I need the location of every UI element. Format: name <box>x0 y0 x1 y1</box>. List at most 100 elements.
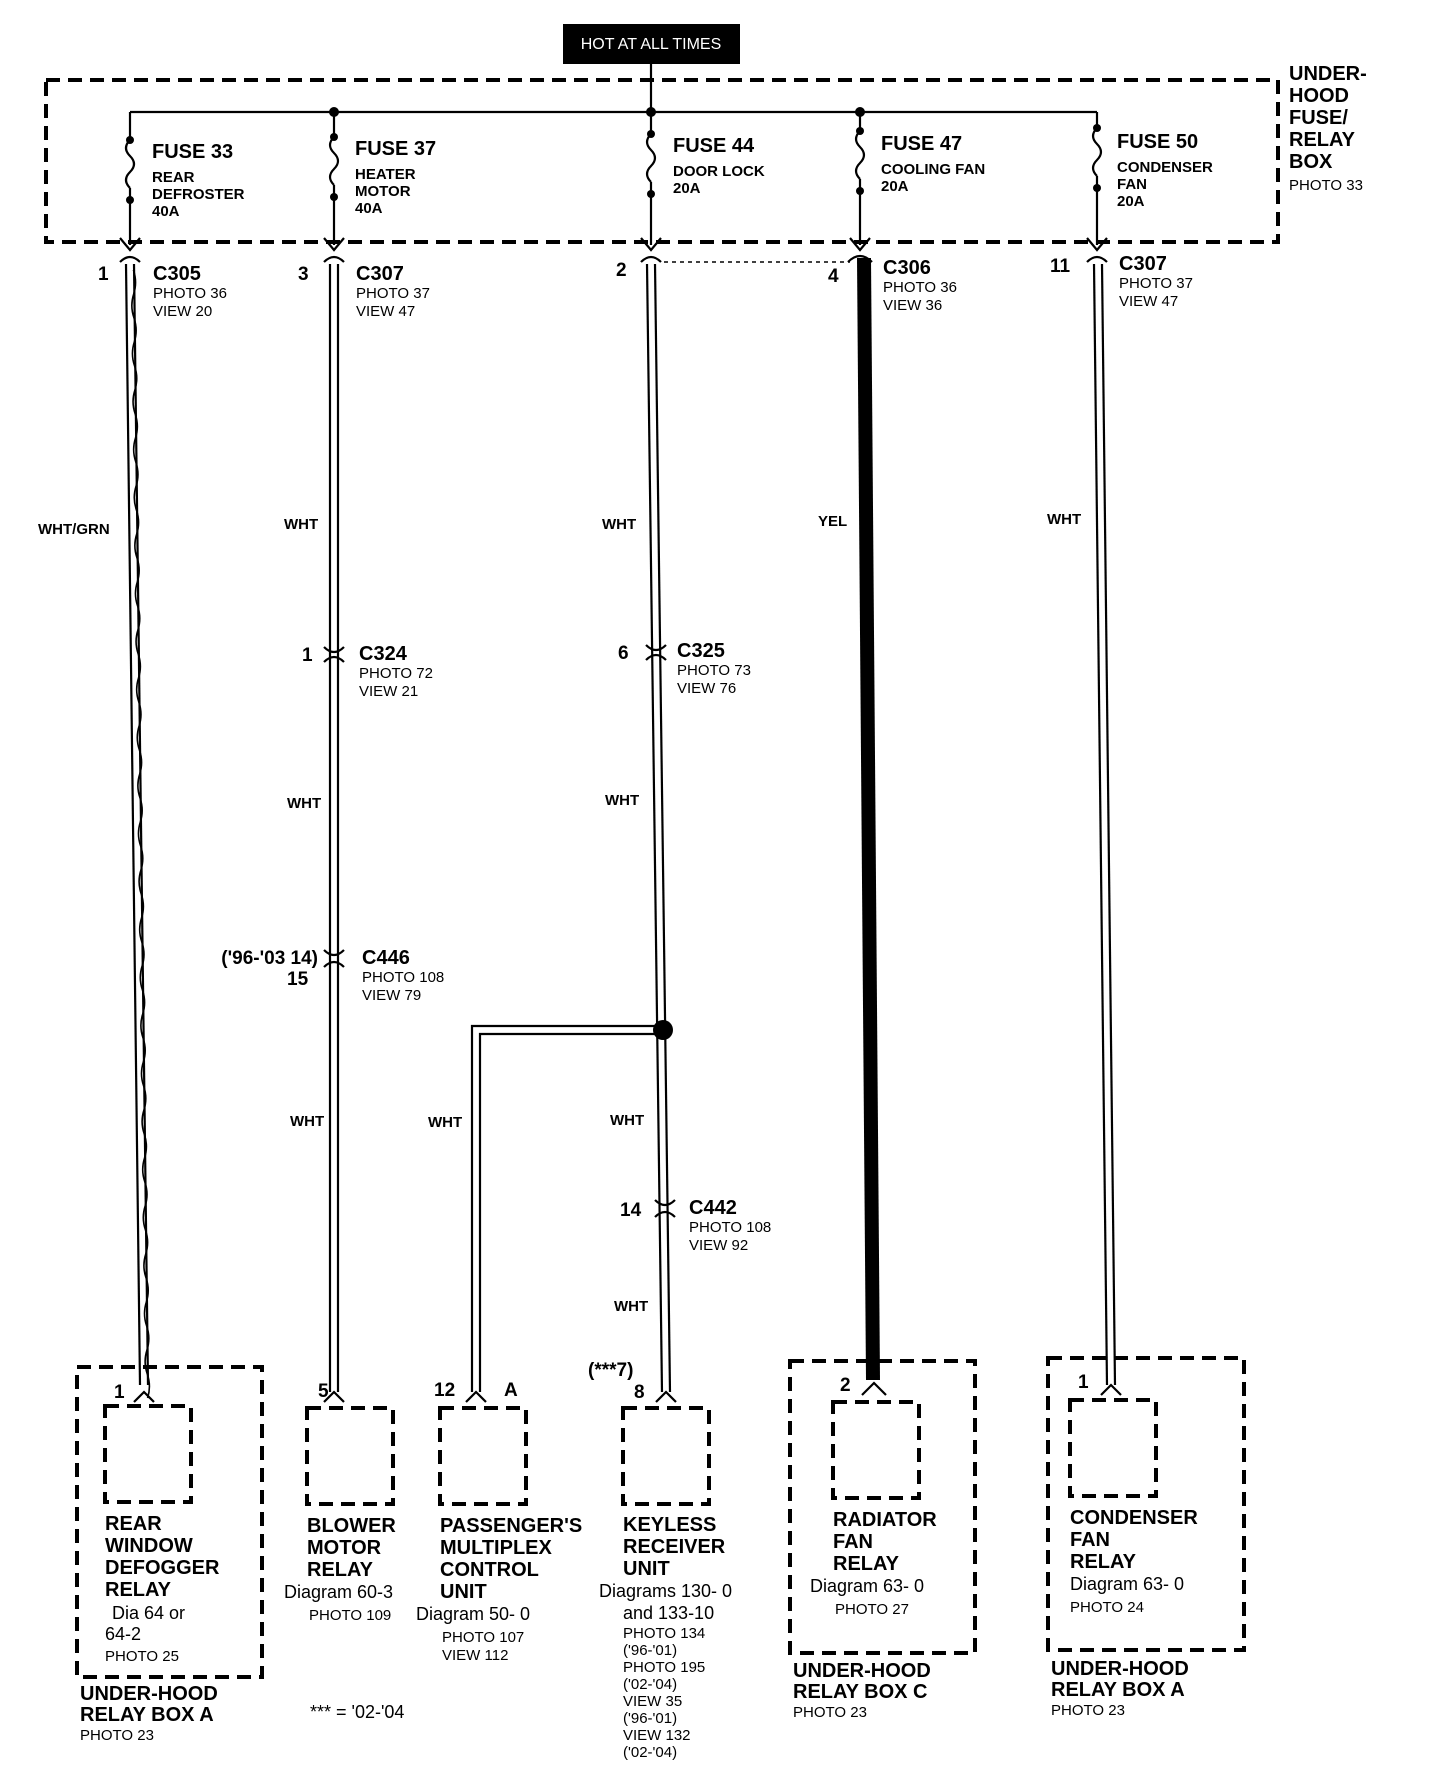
svg-text:HEATER: HEATER <box>355 166 416 183</box>
svg-text:1: 1 <box>98 264 109 285</box>
svg-text:YEL: YEL <box>818 513 847 530</box>
svg-text:WHT: WHT <box>290 1113 324 1130</box>
svg-text:HOOD: HOOD <box>1289 85 1349 107</box>
svg-text:PHOTO 108: PHOTO 108 <box>689 1219 771 1236</box>
svg-text:5: 5 <box>318 1381 329 1402</box>
fuse-47: FUSE 47 COOLING FAN 20A <box>854 107 985 245</box>
relay-box-a-left-label: UNDER-HOOD RELAY BOX A PHOTO 23 <box>80 1683 218 1744</box>
connector-c442: 14 C442 PHOTO 108 VIEW 92 <box>620 1197 771 1254</box>
svg-text:8: 8 <box>634 1382 645 1403</box>
wire-yel: YEL <box>818 257 880 1381</box>
svg-text:CONDENSER: CONDENSER <box>1117 159 1213 176</box>
relay-box-a-right-label: UNDER-HOOD RELAY BOX A PHOTO 23 <box>1051 1658 1189 1719</box>
svg-text:UNIT: UNIT <box>440 1581 487 1603</box>
svg-text:WHT: WHT <box>610 1112 644 1129</box>
svg-text:20A: 20A <box>1117 193 1145 210</box>
fuse-icon <box>124 139 136 189</box>
svg-text:BOX: BOX <box>1289 151 1333 173</box>
svg-text:C442: C442 <box>689 1197 737 1219</box>
svg-text:PHOTO 107: PHOTO 107 <box>442 1629 524 1646</box>
hot-label-box <box>563 24 740 64</box>
svg-text:VIEW 92: VIEW 92 <box>689 1237 748 1254</box>
svg-text:MULTIPLEX: MULTIPLEX <box>440 1537 553 1559</box>
svg-text:Diagrams 130- 0: Diagrams 130- 0 <box>599 1581 732 1601</box>
svg-text:DEFROSTER: DEFROSTER <box>152 186 245 203</box>
svg-text:UNDER-HOOD: UNDER-HOOD <box>80 1683 218 1705</box>
component-condenser-fan-relay: 1 CONDENSER FAN RELAY Diagram 63- 0 PHOT… <box>1068 1372 1198 1616</box>
svg-text:UNDER-: UNDER- <box>1289 63 1367 85</box>
svg-text:20A: 20A <box>673 180 701 197</box>
svg-text:('96-'03 14): ('96-'03 14) <box>221 948 318 969</box>
svg-text:('96-'01): ('96-'01) <box>623 1642 677 1659</box>
svg-text:RELAY: RELAY <box>1289 129 1356 151</box>
svg-text:RELAY BOX A: RELAY BOX A <box>80 1704 214 1726</box>
svg-text:FAN: FAN <box>1117 176 1147 193</box>
svg-text:WHT: WHT <box>287 795 321 812</box>
svg-text:1: 1 <box>114 1382 125 1403</box>
wire-condenser: WHT <box>1047 263 1117 1386</box>
svg-text:VIEW 47: VIEW 47 <box>356 303 415 320</box>
fuse-icon <box>645 133 657 183</box>
svg-text:RELAY: RELAY <box>1070 1551 1137 1573</box>
svg-text:PHOTO 134: PHOTO 134 <box>623 1625 705 1642</box>
svg-text:VIEW 132: VIEW 132 <box>623 1727 691 1744</box>
svg-text:PHOTO 36: PHOTO 36 <box>153 285 227 302</box>
svg-text:KEYLESS: KEYLESS <box>623 1514 716 1536</box>
svg-text:VIEW 21: VIEW 21 <box>359 683 418 700</box>
svg-text:and 133-10: and 133-10 <box>623 1603 714 1623</box>
fuse-44: FUSE 44 DOOR LOCK 20A <box>645 107 765 245</box>
connector-c305: 1 C305 PHOTO 36 VIEW 20 <box>98 237 227 320</box>
svg-text:UNDER-HOOD: UNDER-HOOD <box>793 1660 931 1682</box>
svg-text:DEFOGGER: DEFOGGER <box>105 1557 220 1579</box>
svg-text:VIEW 112: VIEW 112 <box>442 1647 508 1664</box>
svg-text:PHOTO 24: PHOTO 24 <box>1070 1599 1144 1616</box>
svg-text:PHOTO 36: PHOTO 36 <box>883 279 957 296</box>
svg-text:RELAY BOX A: RELAY BOX A <box>1051 1679 1185 1701</box>
svg-text:PHOTO 23: PHOTO 23 <box>80 1727 154 1744</box>
wire-wht-grn: WHT/GRN <box>38 263 151 1399</box>
svg-text:UNIT: UNIT <box>623 1558 670 1580</box>
relay-box-c-label: UNDER-HOOD RELAY BOX C PHOTO 23 <box>793 1660 931 1721</box>
footnote: *** = '02-'04 <box>310 1702 404 1722</box>
svg-text:VIEW 35: VIEW 35 <box>623 1693 682 1710</box>
svg-text:PHOTO 25: PHOTO 25 <box>105 1648 179 1665</box>
svg-text:FAN: FAN <box>1070 1529 1110 1551</box>
svg-text:2: 2 <box>840 1375 851 1396</box>
svg-text:PHOTO 23: PHOTO 23 <box>1051 1702 1125 1719</box>
svg-text:WHT: WHT <box>1047 511 1081 528</box>
svg-text:REAR: REAR <box>105 1513 162 1535</box>
svg-text:C325: C325 <box>677 640 725 662</box>
svg-text:('96-'01): ('96-'01) <box>623 1710 677 1727</box>
component-radiator-fan-relay: 2 RADIATOR FAN RELAY Diagram 63- 0 PHOTO… <box>810 1375 937 1618</box>
svg-text:RADIATOR: RADIATOR <box>833 1509 937 1531</box>
svg-text:PHOTO 72: PHOTO 72 <box>359 665 433 682</box>
svg-text:2: 2 <box>616 260 627 281</box>
connector-c324: 1 C324 PHOTO 72 VIEW 21 <box>302 643 433 700</box>
connector-c325: 6 C325 PHOTO 73 VIEW 76 <box>618 640 751 697</box>
svg-text:WHT: WHT <box>428 1114 462 1131</box>
wire-multiplex-branch: WHT <box>428 1020 673 1392</box>
connector-c306: 4 C306 PHOTO 36 VIEW 36 <box>828 237 957 314</box>
connector-c446: ('96-'03 14) 15 C446 PHOTO 108 VIEW 79 <box>221 947 444 1004</box>
svg-text:RELAY: RELAY <box>105 1579 172 1601</box>
svg-text:6: 6 <box>618 643 629 664</box>
svg-text:CONTROL: CONTROL <box>440 1559 539 1581</box>
svg-text:VIEW 76: VIEW 76 <box>677 680 736 697</box>
svg-text:Diagram 60-3: Diagram 60-3 <box>284 1582 393 1602</box>
connector-c307-b: 11 C307 PHOTO 37 VIEW 47 <box>1050 237 1193 310</box>
fuse-box-outline <box>44 78 1280 244</box>
fuse-icon <box>1091 127 1103 177</box>
svg-text:WINDOW: WINDOW <box>105 1535 193 1557</box>
svg-text:1: 1 <box>302 645 313 666</box>
svg-text:FUSE 33: FUSE 33 <box>152 141 233 163</box>
svg-text:VIEW 79: VIEW 79 <box>362 987 421 1004</box>
svg-text:VIEW 47: VIEW 47 <box>1119 293 1178 310</box>
svg-text:PHOTO 109: PHOTO 109 <box>309 1607 391 1624</box>
svg-text:PHOTO 23: PHOTO 23 <box>793 1704 867 1721</box>
svg-text:40A: 40A <box>355 200 383 217</box>
svg-text:WHT/GRN: WHT/GRN <box>38 521 110 538</box>
svg-text:C324: C324 <box>359 643 408 665</box>
fuse-50: FUSE 50 CONDENSER FAN 20A <box>1091 112 1213 245</box>
svg-text:VIEW 20: VIEW 20 <box>153 303 212 320</box>
